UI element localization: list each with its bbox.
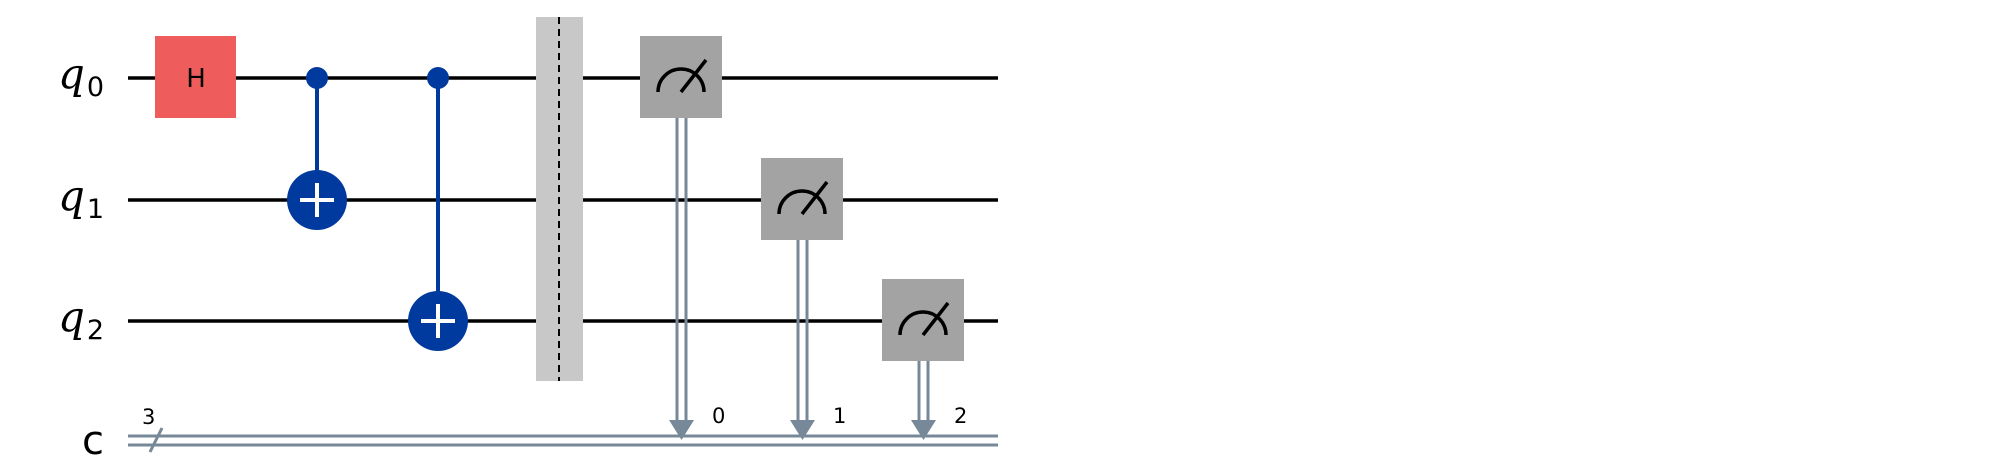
- register-width-slash: [148, 427, 164, 453]
- classical-register-wire: [128, 427, 998, 453]
- meter-icon: [777, 180, 829, 216]
- clbit-label-2: 2: [954, 404, 967, 428]
- barrier: [536, 17, 583, 381]
- svg-text:H: H: [186, 64, 206, 94]
- target-xor-icon: [408, 291, 468, 351]
- qubit-label-q0: q0: [58, 49, 104, 103]
- qubit-label-q2: q2: [58, 292, 104, 346]
- clbit-label-1: 1: [833, 404, 846, 428]
- qubit-label-q1: q1: [58, 171, 104, 225]
- target-xor-icon: [287, 170, 347, 230]
- control-dot: [427, 67, 449, 89]
- classical-register-label: c: [82, 418, 104, 464]
- meter-icon: [656, 58, 708, 94]
- control-dot: [306, 67, 328, 89]
- hadamard-gate: H: [155, 36, 236, 118]
- cnot-gate-q0-q1: [287, 67, 347, 230]
- clbit-label-0: 0: [712, 404, 725, 428]
- measure-gate-q2: [882, 279, 964, 440]
- measure-gate-q0: [640, 36, 722, 440]
- cnot-gate-q0-q2: [408, 67, 468, 351]
- measure-gate-q1: [761, 158, 843, 440]
- meter-icon: [898, 301, 950, 337]
- register-size-label: 3: [142, 405, 155, 429]
